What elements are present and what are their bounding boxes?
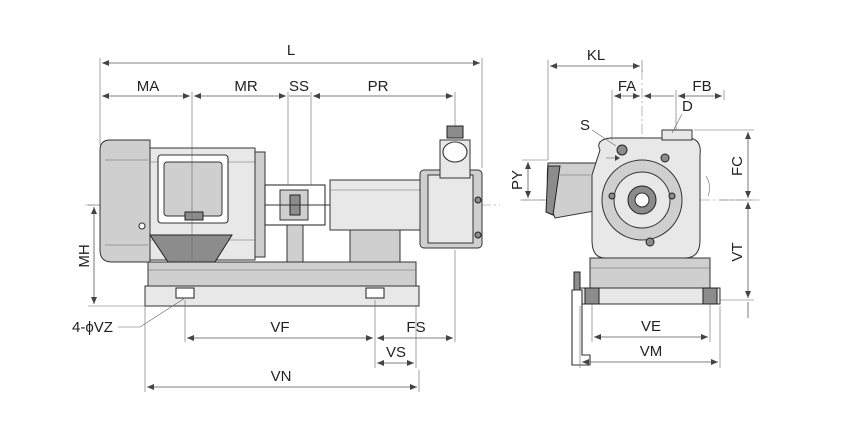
- label-VF: VF: [270, 319, 289, 336]
- label-S: S: [580, 117, 590, 134]
- discharge-port: [442, 141, 468, 163]
- anchor-bolt: [571, 271, 591, 366]
- end-base-pad: [702, 287, 718, 305]
- terminal-box-lid: [163, 161, 223, 217]
- pump-cover: [427, 174, 474, 244]
- base-frame: [147, 261, 417, 287]
- coupling: [264, 184, 330, 263]
- label-MA: MA: [137, 78, 160, 95]
- base-plate: [144, 261, 420, 307]
- label-PY: PY: [509, 170, 526, 190]
- suction-flange: [545, 165, 561, 216]
- label-FB: FB: [692, 78, 711, 95]
- label-FC: FC: [729, 156, 746, 176]
- pump-casing: [419, 125, 483, 249]
- end-base-foot: [579, 287, 721, 305]
- motor: [99, 139, 266, 263]
- mount-hole-left: [175, 287, 195, 299]
- anchor-bolt-shank: [571, 289, 591, 366]
- end-view: KL FA FB D S PY FC VT VE: [509, 47, 760, 368]
- label-PR: PR: [368, 78, 389, 95]
- leader-line-S: [591, 129, 617, 147]
- mount-hole-right: [365, 287, 385, 299]
- shaft-end: [634, 192, 650, 208]
- flow-arrow-head: [615, 155, 620, 161]
- end-bolt: [645, 237, 655, 247]
- bearing-housing: [329, 179, 421, 263]
- label-KL: KL: [587, 47, 605, 64]
- end-base-frame: [589, 257, 711, 289]
- priming-plug: [616, 144, 628, 156]
- anchor-bolt-head: [573, 271, 581, 291]
- label-L: L: [287, 42, 295, 59]
- end-base: [579, 257, 721, 305]
- label-VZ: 4-ϕVZ: [72, 319, 113, 336]
- drain-plug: [660, 153, 670, 163]
- bearing-pedestal: [349, 229, 401, 263]
- label-SS: SS: [289, 78, 309, 95]
- side-view: L MA MR SS PR MH 4-ϕVZ VF FS VS: [72, 42, 500, 392]
- end-base-pad: [584, 287, 600, 305]
- label-FA: FA: [618, 78, 636, 95]
- discharge-top: [661, 129, 693, 141]
- motor-bolt: [138, 222, 146, 230]
- leader-line-D: [671, 113, 683, 134]
- coupling-support: [286, 224, 304, 263]
- label-VS: VS: [386, 344, 406, 361]
- label-D: D: [682, 98, 693, 115]
- suction-elbow: [545, 162, 601, 219]
- motor-flange: [254, 151, 266, 258]
- end-bolt: [608, 192, 616, 200]
- label-VT: VT: [729, 242, 746, 261]
- motor-foot: [149, 234, 233, 263]
- label-VM: VM: [640, 343, 663, 360]
- bearing-body: [329, 179, 421, 231]
- casing-bolt: [474, 231, 482, 239]
- end-pump-body: [591, 129, 710, 259]
- rotation-arrow: [705, 175, 710, 197]
- label-VN: VN: [271, 368, 292, 385]
- cable-gland: [184, 211, 204, 221]
- motor-fan-cover: [99, 139, 151, 263]
- label-MR: MR: [234, 78, 257, 95]
- label-VE: VE: [641, 318, 661, 335]
- label-MH: MH: [76, 244, 93, 267]
- leader-line-VZ: [139, 297, 186, 328]
- casing-bolt: [474, 196, 482, 204]
- base-foot: [144, 285, 420, 307]
- end-bolt: [668, 192, 676, 200]
